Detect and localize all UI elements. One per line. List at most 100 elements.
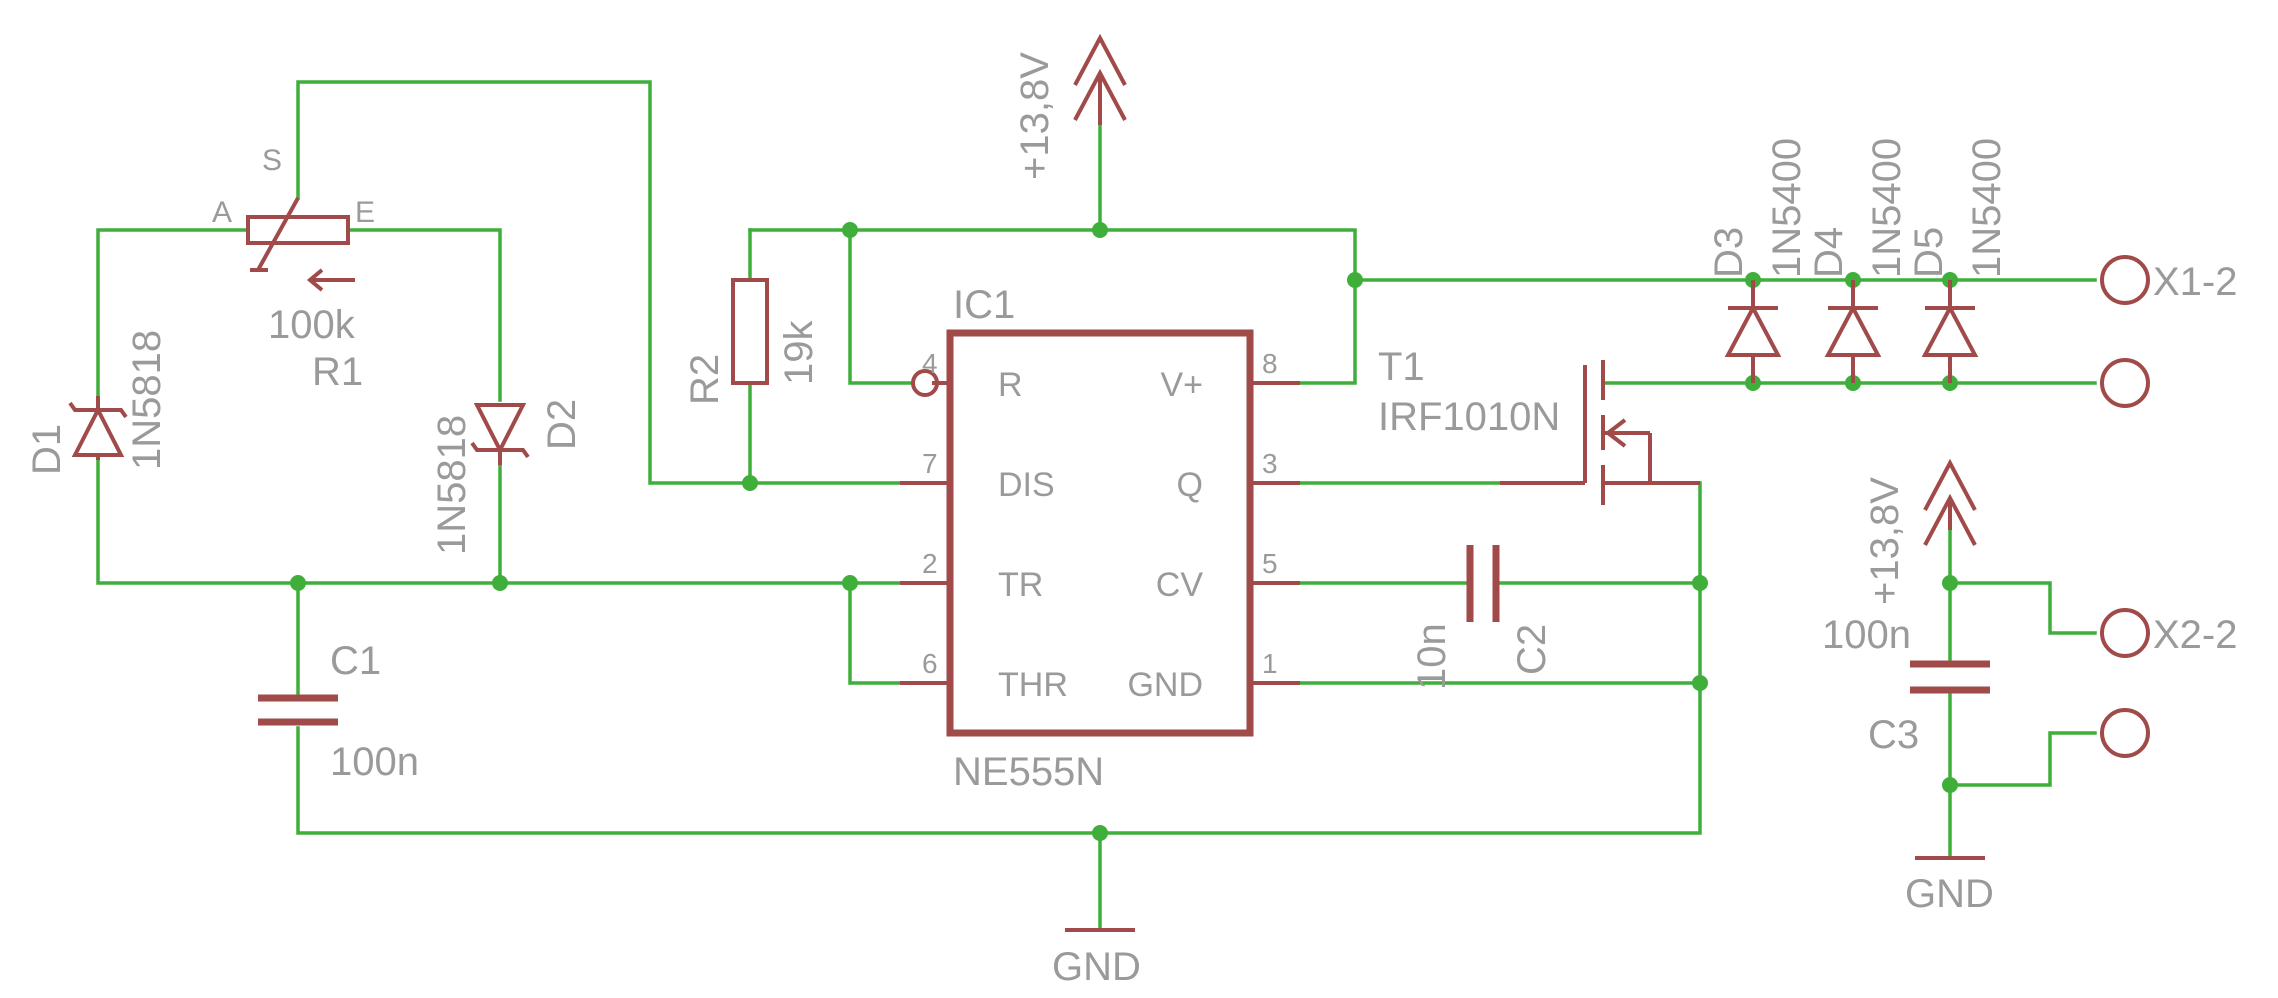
c2-value: 10n [1410,623,1454,690]
r2-body [731,278,769,385]
supply-label: +13,8V [1863,477,1907,605]
junction [1692,575,1708,591]
r1-pin-e: E [355,196,375,229]
c2-name: C2 [1510,624,1554,675]
r1-name: R1 [312,350,363,394]
d3: D3 1N5400 [1707,138,1809,383]
junctions [290,222,1958,841]
d5-value: 1N5400 [1965,138,2009,278]
junction [1692,675,1708,691]
ic1-pin-num: 7 [922,448,938,479]
x2: X2-2 [2100,608,2238,758]
wire-top-rail [748,228,1357,385]
junction [290,575,306,591]
ic1-name: IC1 [953,283,1015,327]
wire-c3-top-x2 [1948,581,2097,635]
ic1-body [946,329,1254,737]
d1-triangle [71,405,125,457]
c1: C1 100n [258,639,419,784]
ground-c3: GND [1905,856,1994,916]
wire-r1-a [96,228,250,398]
ic1-pin-num: 6 [922,648,938,679]
d2: D2 1N5818 [430,399,584,555]
ground-label: GND [1052,945,1141,989]
d4-name: D4 [1807,227,1851,278]
c3-value: 100n [1822,613,1911,657]
d4: D4 1N5400 [1807,138,1909,383]
wire-pin4 [848,228,912,385]
r1-body [246,215,350,245]
ic1-pin-num: 4 [922,348,938,379]
x1: X1-2 [2100,255,2238,408]
ground-label: GND [1905,872,1994,916]
junction [842,222,858,238]
d1: D1 1N5818 [25,330,169,475]
ic1-pin-num: 8 [1262,348,1278,379]
d4-value: 1N5400 [1865,138,1909,278]
r1-pin-s: S [262,144,282,177]
supply-c3: +13,8V [1863,458,1977,605]
junction [492,575,508,591]
r1-arrow-head [306,268,324,292]
t1-body-arrow [1604,418,1627,448]
d4-triangle [1824,303,1882,357]
d5: D5 1N5400 [1907,138,2009,383]
junction [1942,777,1958,793]
wire-c1-bottom [296,481,1702,835]
wire-r1-e [346,228,502,402]
d3-name: D3 [1707,227,1751,278]
ic1-pin4-bubble [911,369,939,397]
d1-value: 1N5818 [125,330,169,470]
wires [96,80,2097,932]
r1-wiper-line [256,197,300,271]
x1-name: X1-2 [2153,260,2238,304]
ic1-pin-label: V+ [1160,366,1203,404]
ic1-pin-num: 5 [1262,548,1278,579]
junction [842,575,858,591]
d2-triangle [473,403,527,455]
ic1-pin-num: 2 [922,548,938,579]
t1: T1 IRF1010N [1378,345,1700,505]
r1-pin-a: A [212,196,232,229]
c3-name: C3 [1868,713,1919,757]
ic1-pin-label: GND [1127,666,1203,704]
r2-name: R2 [683,354,727,405]
junction [1942,575,1958,591]
c1-name: C1 [330,639,381,683]
junction [742,475,758,491]
x2-name: X2-2 [2153,613,2238,657]
supply-arrow-outer [1073,33,1127,86]
wire-d1-bottom [96,458,952,585]
t1-name: T1 [1378,345,1425,389]
d5-name: D5 [1907,227,1951,278]
x1-pad-1 [2100,255,2150,305]
ic1-pin-num: 3 [1262,448,1278,479]
ic1-pin-label: DIS [998,466,1055,504]
junction [1092,825,1108,841]
d3-value: 1N5400 [1765,138,1809,278]
supply-label: +13,8V [1013,52,1057,180]
ic1-pin-num: 1 [1262,648,1278,679]
c3: 100n C3 [1822,613,1990,757]
ic1-pin-label: TR [998,566,1043,604]
wire-wiper [296,80,752,485]
d2-value: 1N5818 [430,415,474,555]
d5-triangle [1921,303,1979,357]
r2: R2 19k [683,278,821,405]
d1-bar [68,401,128,419]
ic1-pin-label: CV [1156,566,1204,604]
t1-source-lead [1603,433,1652,485]
ic1-value: NE555N [953,750,1104,794]
ic1: IC1 NE555N 4 7 2 6 8 3 5 1 R DIS TR THR … [900,283,1300,794]
wire-c3-bottom-x2 [1948,731,2097,787]
r2-value: 19k [777,320,821,385]
ic1-pin-label: R [998,366,1023,404]
t1-value: IRF1010N [1378,395,1560,439]
junction [1347,272,1363,288]
x1-pad-2 [2100,358,2150,408]
d3-triangle [1724,303,1782,357]
ground-main: GND [1052,928,1141,989]
d2-name: D2 [540,399,584,450]
d1-name: D1 [25,424,69,475]
